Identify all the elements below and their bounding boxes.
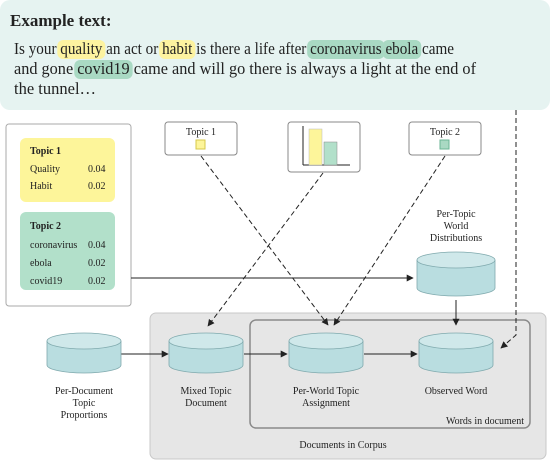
example-segment-highlight-yellow: quality bbox=[60, 39, 103, 58]
highlight-layer bbox=[57, 40, 422, 79]
words-in-document-label: Words in document bbox=[446, 416, 524, 427]
per-topic-world-label-3: Distributions bbox=[430, 233, 482, 244]
per-document-label-1: Per-Document bbox=[55, 386, 113, 397]
example-segment: and gone bbox=[14, 59, 77, 78]
example-line-2: and gone covid19 came and will go there … bbox=[14, 59, 476, 78]
documents-in-corpus-label: Documents in Corpus bbox=[299, 440, 386, 451]
mini-chart-bar-yellow bbox=[308, 128, 323, 166]
topic-1-box bbox=[20, 138, 115, 202]
dashed-arrow-chart-to-mixed bbox=[207, 172, 324, 327]
topic-1-card-label: Topic 1 bbox=[186, 127, 216, 138]
per-document-cylinder bbox=[46, 332, 122, 374]
highlight-yellow bbox=[57, 40, 106, 59]
per-document-label-2: Topic bbox=[73, 398, 96, 409]
cylinder-layer bbox=[46, 251, 496, 374]
example-segment: an act or bbox=[102, 39, 162, 58]
topic-2-word-3: covid19 bbox=[30, 276, 62, 287]
example-text-panel bbox=[0, 0, 550, 110]
topic-2-word-1: coronavirus bbox=[30, 240, 77, 251]
topic-1-card bbox=[164, 121, 238, 156]
example-segment: came and will go there is always a light… bbox=[130, 59, 477, 78]
topic-2-title: Topic 2 bbox=[30, 221, 61, 232]
topic-2-box bbox=[20, 212, 115, 290]
observed-word-label: Observed Word bbox=[425, 386, 488, 397]
per-document-label-3: Proportions bbox=[61, 410, 108, 421]
words-in-document-plate bbox=[249, 319, 531, 429]
topic-2-word-2: ebola bbox=[30, 258, 52, 269]
mini-chart-bar-green bbox=[323, 141, 338, 166]
topic-2-prob-1: 0.04 bbox=[88, 240, 106, 251]
per-topic-world-label-1: Per-Topic bbox=[436, 209, 476, 220]
dashed-arrow-text-to-observed bbox=[500, 110, 517, 349]
example-segment-highlight-green: covid19 bbox=[77, 59, 129, 78]
example-segment: is there a life after bbox=[192, 39, 310, 58]
example-segment-highlight-green: coronavirus bbox=[310, 39, 382, 58]
example-heading: Example text: bbox=[10, 11, 112, 30]
highlight-green bbox=[307, 40, 385, 59]
highlight-green bbox=[74, 60, 133, 79]
example-segment-highlight-yellow: habit bbox=[162, 39, 193, 58]
per-world-topic-label-1: Per-World Topic bbox=[293, 386, 360, 397]
observed-word-cylinder bbox=[418, 332, 494, 374]
topic-2-card-label: Topic 2 bbox=[430, 127, 460, 138]
per-topic-world-label-2: World bbox=[444, 221, 469, 232]
example-segment: Is your bbox=[14, 39, 60, 58]
topic-1-title: Topic 1 bbox=[30, 146, 61, 157]
topic-2-card bbox=[408, 121, 482, 156]
example-segment-highlight-green: ebola bbox=[385, 39, 418, 58]
highlight-yellow bbox=[159, 40, 196, 59]
per-world-topic-label-2: Assignment bbox=[302, 398, 350, 409]
dashed-arrow-topic1-to-assignment bbox=[200, 155, 329, 326]
topic-1-word-1: Quality bbox=[30, 164, 60, 175]
mixed-topic-label-2: Document bbox=[185, 398, 227, 409]
per-topic-world-cylinder bbox=[416, 251, 496, 297]
topic-2-swatch bbox=[439, 139, 450, 150]
example-line-1: Is your quality an act or habit is there… bbox=[14, 39, 454, 58]
topic-1-word-2: Habit bbox=[30, 181, 52, 192]
example-segment: the tunnel… bbox=[14, 79, 96, 98]
per-world-topic-cylinder bbox=[288, 332, 364, 374]
mixed-topic-label-1: Mixed Topic bbox=[180, 386, 232, 397]
mixed-topic-cylinder bbox=[168, 332, 244, 374]
topic-2-prob-2: 0.02 bbox=[88, 258, 106, 269]
example-line-3: the tunnel… bbox=[14, 79, 96, 98]
dashed-arrow-topic2-to-assignment bbox=[333, 155, 446, 326]
topic-1-swatch bbox=[195, 139, 206, 150]
highlight-green bbox=[382, 40, 422, 59]
topic-2-prob-3: 0.02 bbox=[88, 276, 106, 287]
topic-1-prob-1: 0.04 bbox=[88, 164, 106, 175]
example-segment: came bbox=[418, 39, 454, 58]
topic-1-prob-2: 0.02 bbox=[88, 181, 106, 192]
